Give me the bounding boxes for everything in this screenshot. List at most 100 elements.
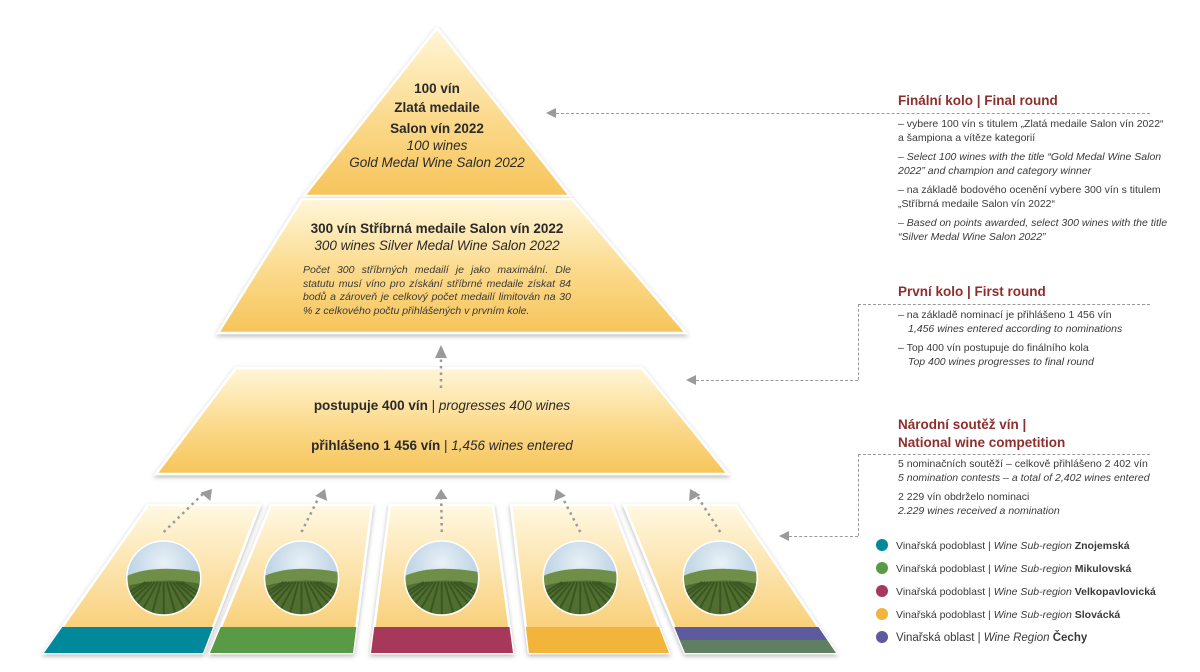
arrow-head	[200, 489, 212, 501]
first-bullet-2-en: Top 400 wines progresses to final round	[908, 355, 1094, 368]
national-p2-en: 2.229 wines received a nomination	[898, 504, 1060, 517]
middle-title-en: 300 wines Silver Medal Wine Salon 2022	[314, 238, 560, 253]
final-bullet-2: – Select 100 wines with the title “Gold …	[898, 151, 1162, 177]
legend-item-mikulovska: Vinařská podoblast | Wine Sub-region Mik…	[876, 562, 1131, 576]
region-panel-1	[41, 489, 262, 655]
region-band	[371, 627, 513, 653]
region-band	[210, 627, 357, 653]
legend-prefix: Vinařská oblast |	[896, 632, 984, 644]
national-heading-1: Národní soutěž vín |	[898, 417, 1027, 432]
arrow-head	[434, 489, 448, 500]
base-entered-en: 1,456 wines entered	[451, 438, 573, 453]
legend-dot	[876, 539, 888, 551]
top-line-5: Gold Medal Wine Salon 2022	[349, 155, 525, 170]
first-round-heading: První kolo | First round	[898, 284, 1046, 299]
national-p1-cs: 5 nominačních soutěží – celkově přihláše…	[898, 458, 1148, 470]
legend-name: Znojemská	[1074, 540, 1130, 552]
top-line-1: 100 vín	[414, 81, 460, 96]
region-panel-4	[509, 489, 671, 655]
vineyard-photo	[543, 541, 618, 615]
first-bullet-1-cs: – na základě nominací je přihlášeno 1 45…	[898, 309, 1112, 321]
legend-name: Velkopavlovická	[1074, 586, 1156, 598]
legend-en: Wine Sub-region	[993, 563, 1075, 575]
vineyard-photo	[264, 541, 339, 615]
national-block: Národní soutěž vín | National wine compe…	[898, 416, 1178, 524]
legend-dot	[876, 631, 888, 643]
arrow-national-head	[779, 531, 789, 541]
legend-item-slovacka: Vinařská podoblast | Wine Sub-region Slo…	[876, 608, 1120, 622]
arrow-first-head	[686, 375, 696, 385]
base-entered-cs: přihlášeno 1 456 vín	[311, 438, 441, 453]
final-round-block: Finální kolo | Final round – vybere 100 …	[898, 92, 1168, 250]
connector-final	[556, 113, 1150, 114]
first-bullet-2-cs: – Top 400 vín postupuje do finálního kol…	[898, 342, 1089, 354]
vineyard-photo	[404, 541, 479, 615]
national-p1-en: 5 nomination contests – a total of 2,402…	[898, 471, 1150, 484]
middle-note: Počet 300 stříbrných medailí je jako max…	[303, 264, 571, 317]
top-line-2: Zlatá medaile	[394, 100, 480, 115]
region-panel-2	[208, 489, 374, 655]
arrow-head	[315, 489, 328, 501]
national-heading-2: National wine competition	[898, 435, 1066, 450]
top-line-3: Salon vín 2022	[390, 121, 484, 136]
legend-item-velkopavlovicka: Vinařská podoblast | Wine Sub-region Vel…	[876, 585, 1156, 599]
pyramid-tier-base	[153, 366, 731, 476]
legend-item-cechy: Vinařská oblast | Wine Region Čechy	[876, 631, 1087, 645]
base-progress-line: postupuje 400 vín | progresses 400 wines	[232, 397, 652, 414]
region-band-cechy	[674, 627, 828, 640]
connector-national-vertical	[858, 454, 859, 536]
region-panels	[41, 489, 839, 655]
region-panel-3	[369, 489, 515, 655]
arrow-up	[300, 491, 323, 533]
connector-national	[789, 536, 858, 537]
arrow-head	[554, 489, 566, 501]
arrow-final-head	[546, 108, 556, 118]
legend-prefix: Vinařská podoblast |	[896, 609, 994, 621]
legend-dot	[876, 562, 888, 574]
middle-tier-text: 300 vín Stříbrná medaile Salon vín 2022 …	[262, 220, 612, 254]
final-bullet-3: – na základě bodového ocenění vybere 300…	[898, 184, 1161, 210]
base-progress-cs: postupuje 400 vín	[313, 398, 428, 413]
legend-item-znojemska: Vinařská podoblast | Wine Sub-region Zno…	[876, 539, 1130, 553]
base-progress-en: progresses 400 wines	[438, 398, 571, 413]
legend-dot	[876, 608, 888, 620]
legend-name: Čechy	[1052, 632, 1088, 644]
arrow-head	[689, 489, 701, 501]
arrow-up	[162, 491, 206, 533]
legend-prefix: Vinařská podoblast |	[896, 586, 994, 598]
top-line-4: 100 wines	[406, 138, 468, 153]
pyramid-tier-middle	[215, 197, 689, 335]
region-band	[44, 627, 214, 653]
first-bullet-1-en: 1,456 wines entered according to nominat…	[908, 322, 1123, 335]
legend-prefix: Vinařská podoblast |	[896, 540, 994, 552]
arrow-up	[558, 491, 582, 533]
arrow-head	[435, 345, 447, 358]
connector-first	[696, 380, 858, 381]
arrow-up	[693, 491, 722, 533]
connector-national-top	[858, 454, 1150, 455]
region-panel-5	[622, 489, 839, 655]
legend-en: Wine Sub-region	[993, 609, 1075, 621]
pyramid-tier-top	[301, 25, 573, 198]
middle-title-cs: 300 vín Stříbrná medaile Salon vín 2022	[310, 221, 564, 236]
base-separator-2: |	[440, 438, 452, 453]
connector-first-vertical	[858, 304, 859, 380]
region-band-extra	[679, 640, 836, 653]
top-tier-text: 100 vín Zlatá medaile Salon vín 2022 100…	[327, 80, 547, 171]
final-round-heading: Finální kolo | Final round	[898, 93, 1058, 108]
legend-name: Slovácká	[1074, 609, 1121, 621]
legend-en: Wine Sub-region	[993, 540, 1075, 552]
legend-en: Wine Region	[983, 632, 1053, 644]
final-bullet-1: – vybere 100 vín s titulem „Zlatá medail…	[898, 118, 1164, 144]
national-p2-cs: 2 229 vín obdrželo nominaci	[898, 491, 1030, 503]
final-bullet-4: – Based on points awarded, select 300 wi…	[898, 217, 1168, 243]
first-round-block: První kolo | First round – na základě no…	[898, 283, 1168, 375]
region-band	[525, 627, 669, 653]
base-entered-line: přihlášeno 1 456 vín | 1,456 wines enter…	[232, 437, 652, 454]
legend-prefix: Vinařská podoblast |	[896, 563, 994, 575]
legend-en: Wine Sub-region	[993, 586, 1075, 598]
base-separator: |	[427, 398, 439, 413]
legend-name: Mikulovská	[1074, 563, 1132, 575]
connector-first-top	[858, 304, 1150, 305]
